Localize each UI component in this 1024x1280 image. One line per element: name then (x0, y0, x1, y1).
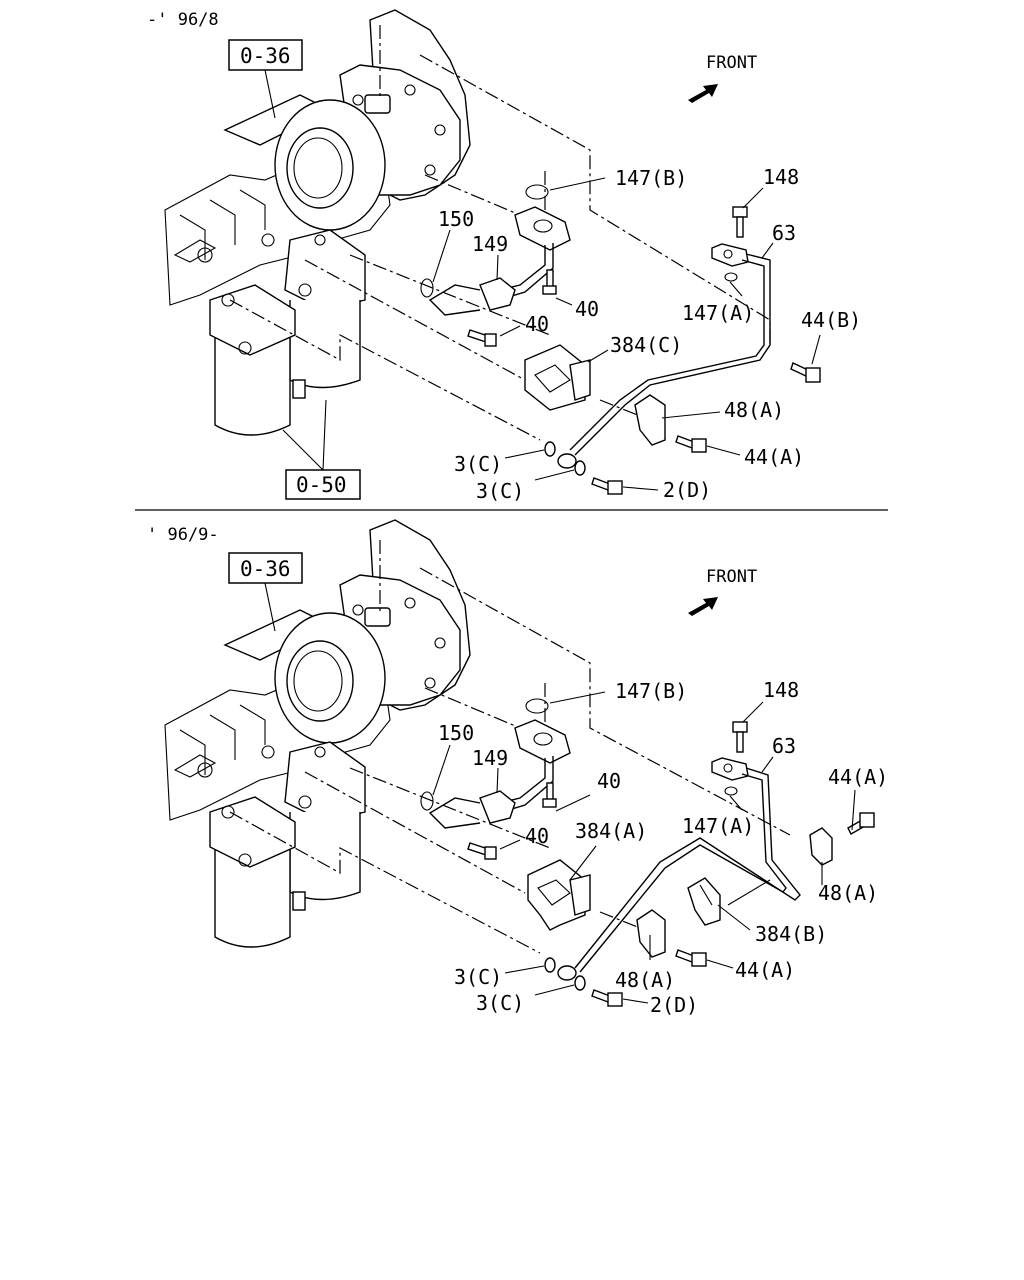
callout-48a-right: 48(A) (818, 881, 878, 905)
callout-3c-a: 3(C) (454, 452, 502, 476)
callout-147b: 147(B) (615, 679, 687, 703)
callout-44a-top: 44(A) (828, 765, 888, 789)
oil-filters (209, 229, 366, 436)
bolt-148 (732, 206, 748, 238)
callout-384b: 384(B) (755, 922, 827, 946)
svg-text:0-36: 0-36 (240, 44, 291, 68)
bolt-40-b (467, 842, 497, 860)
callout-384a: 384(A) (575, 819, 647, 843)
turbocharger (223, 9, 471, 231)
banjo-eye (557, 965, 577, 981)
callout-44a: 44(A) (735, 958, 795, 982)
clip-48a-right (809, 827, 833, 866)
panel-1: -' 96/8 FRONT (147, 9, 861, 503)
front-arrow-icon (688, 84, 718, 103)
callout-40-b: 40 (525, 824, 549, 848)
svg-text:0-36: 0-36 (240, 557, 291, 581)
bolt-44b (790, 362, 821, 383)
callout-40-b: 40 (525, 312, 549, 336)
callout-44b: 44(B) (801, 308, 861, 332)
bolt-2d (591, 989, 623, 1007)
oil-pipe-63 (569, 243, 771, 456)
callout-63: 63 (772, 734, 796, 758)
callout-150: 150 (438, 207, 474, 231)
bolt-148 (732, 721, 748, 753)
callout-63: 63 (772, 221, 796, 245)
callout-150: 150 (438, 721, 474, 745)
callout-149: 149 (472, 746, 508, 770)
bolt-40-a (542, 269, 557, 295)
period-label: ' 96/9- (147, 525, 219, 545)
drain-flange (420, 184, 571, 316)
oil-filters (209, 741, 366, 948)
ref-box-0-36[interactable]: 0-36 (228, 552, 303, 584)
clip-48a (634, 394, 666, 446)
period-label: -' 96/8 (147, 10, 219, 30)
callout-147a: 147(A) (682, 814, 754, 838)
bolt-2d (591, 477, 623, 495)
callout-149: 149 (472, 232, 508, 256)
washer-3c-b (574, 460, 586, 476)
ref-box-0-36[interactable]: 0-36 (228, 39, 303, 71)
drain-flange (420, 698, 571, 829)
front-label: FRONT (706, 567, 757, 587)
front-label: FRONT (706, 53, 757, 73)
washer-3c-a (544, 957, 556, 973)
washer-3c-a (544, 441, 556, 457)
callout-48a: 48(A) (724, 398, 784, 422)
callout-3c-b: 3(C) (476, 479, 524, 503)
callout-3c-a: 3(C) (454, 965, 502, 989)
callout-40-a: 40 (575, 297, 599, 321)
bolt-44a (675, 949, 707, 967)
svg-text:0-50: 0-50 (296, 473, 347, 497)
callout-148: 148 (763, 678, 799, 702)
bolt-40-b (467, 329, 497, 347)
bracket-384c (524, 344, 591, 411)
turbocharger (223, 519, 471, 744)
leader-lines (432, 691, 856, 1004)
clip-48a-bottom (636, 909, 666, 958)
bracket-384a (527, 859, 591, 931)
callout-384c: 384(C) (610, 333, 682, 357)
oil-pipe-63 (574, 757, 801, 973)
callout-48a-bottom: 48(A) (615, 968, 675, 992)
front-arrow-icon (688, 597, 718, 616)
banjo-eye (557, 453, 577, 469)
callout-2d: 2(D) (650, 993, 698, 1017)
bolt-44a-top (847, 812, 875, 835)
panel-2: ' 96/9- FRONT (147, 519, 888, 1017)
bolt-40-a (542, 782, 557, 808)
callout-148: 148 (763, 165, 799, 189)
bracket-384b (687, 877, 721, 926)
callout-3c-b: 3(C) (476, 991, 524, 1015)
leader-lines (432, 177, 821, 491)
callout-40-a: 40 (597, 769, 621, 793)
callout-2d: 2(D) (663, 478, 711, 502)
callout-44a: 44(A) (744, 445, 804, 469)
bolt-44a (675, 435, 707, 453)
callout-147a: 147(A) (682, 301, 754, 325)
ref-box-0-50[interactable]: 0-50 (285, 469, 361, 500)
washer-3c-b (574, 975, 586, 991)
callout-147b: 147(B) (615, 166, 687, 190)
